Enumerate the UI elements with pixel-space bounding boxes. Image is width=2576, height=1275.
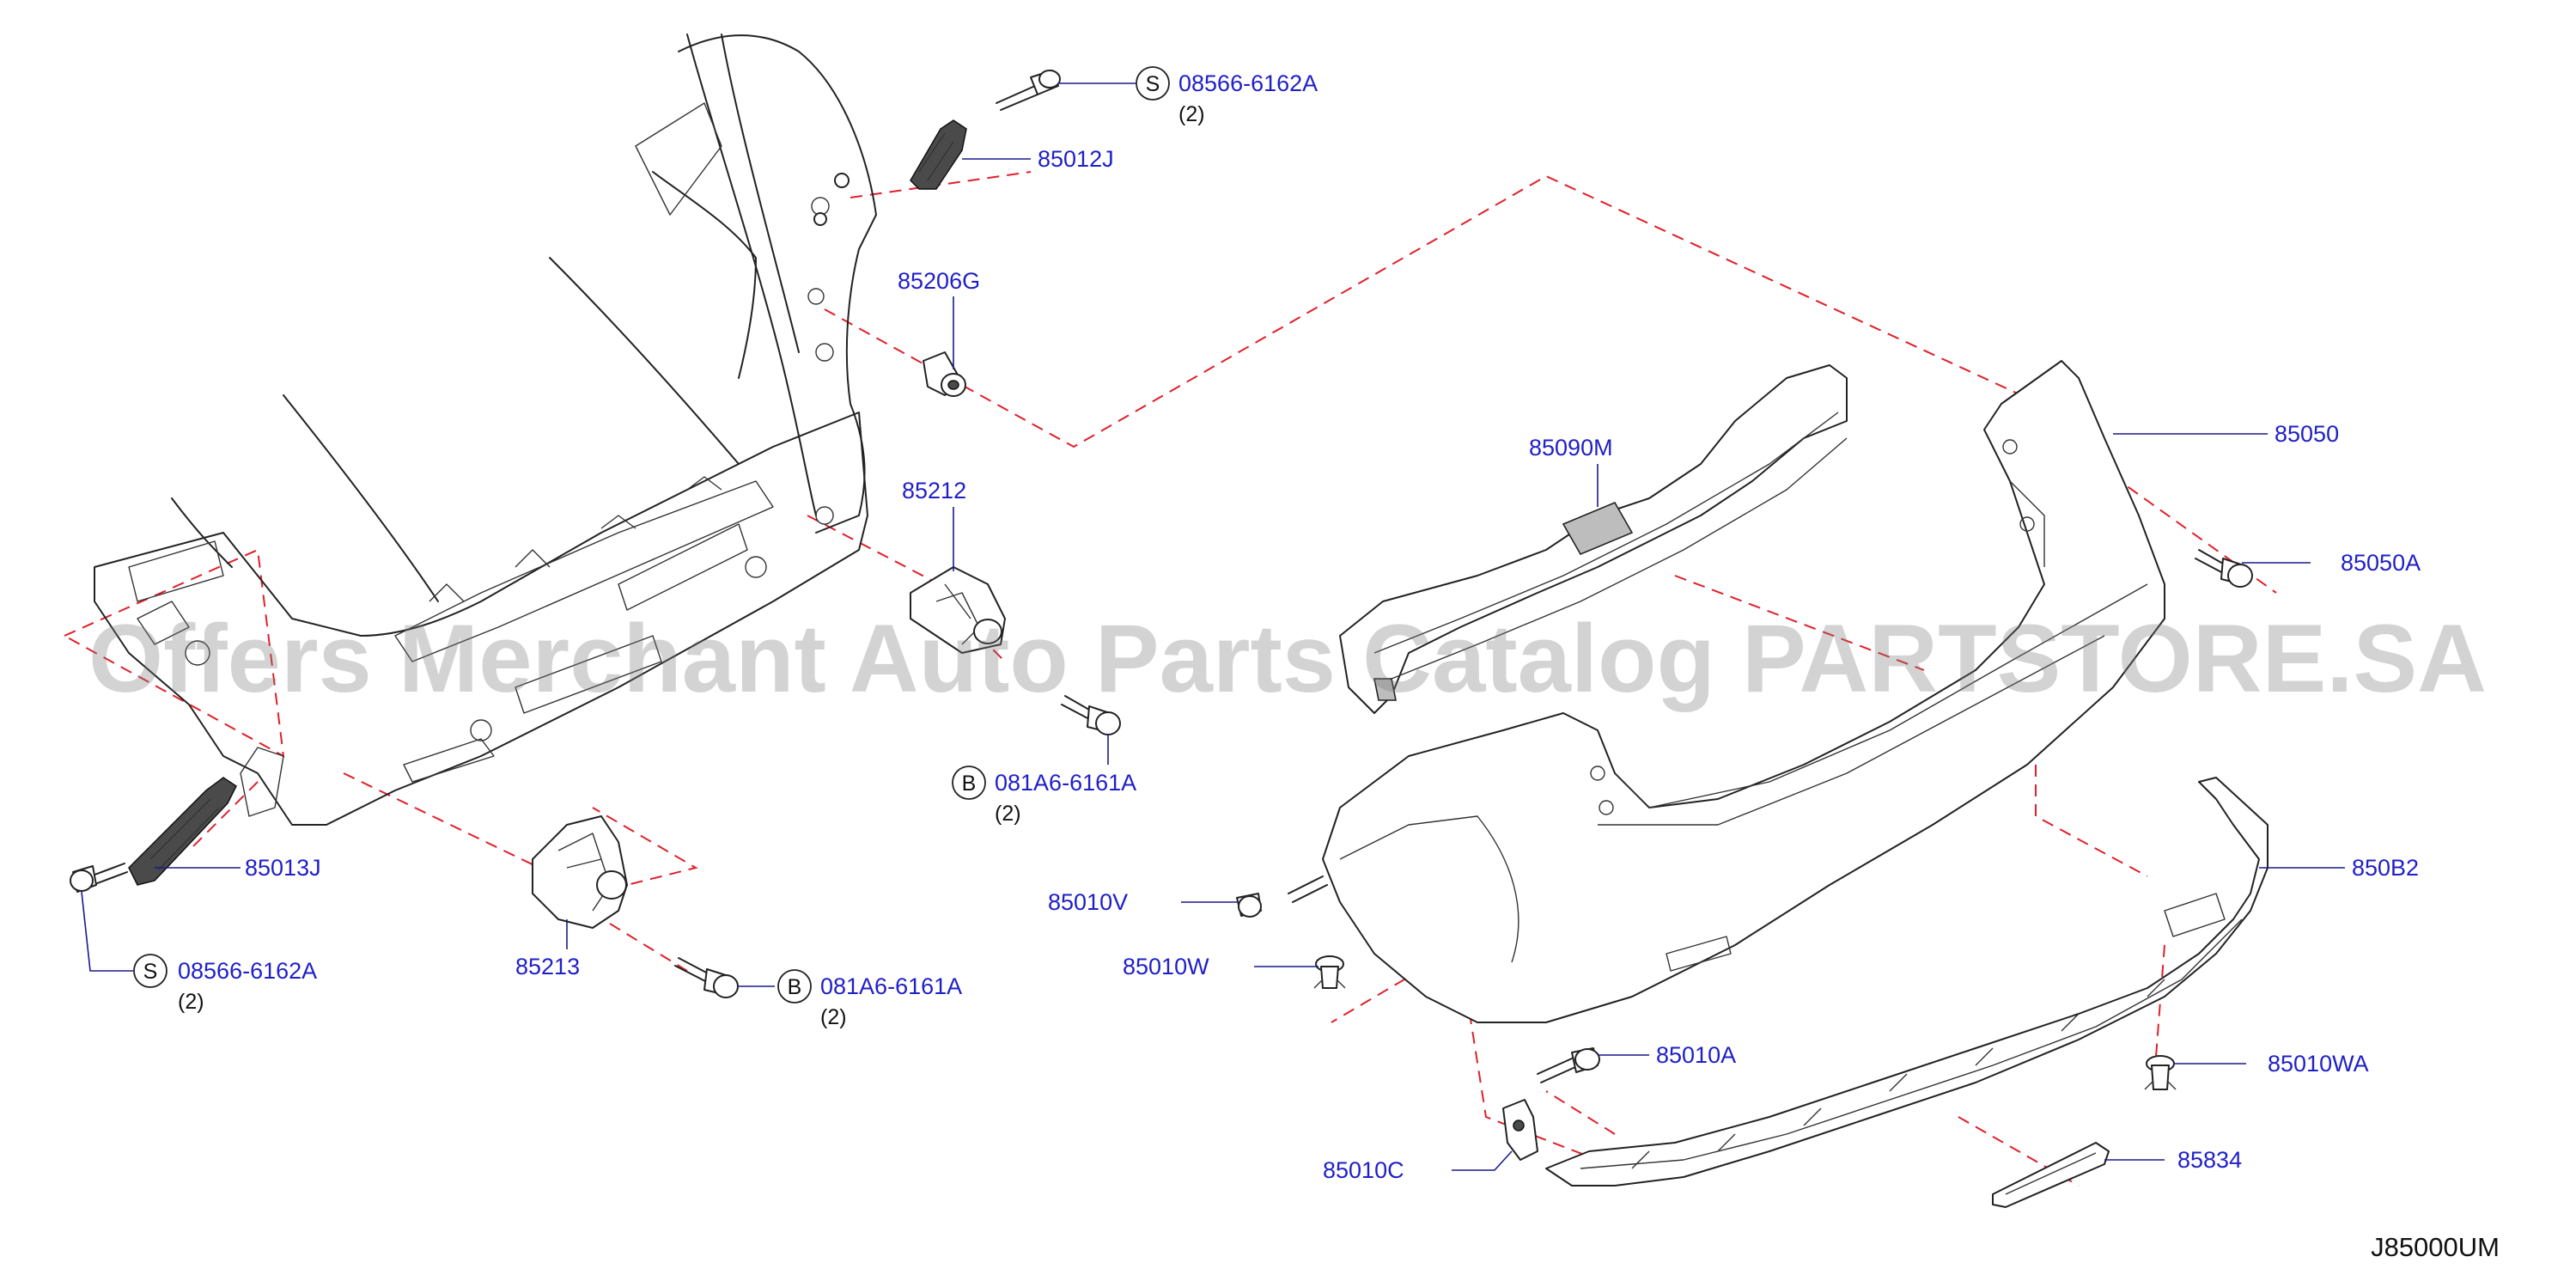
callout-part-number[interactable]: 08566-6162A bbox=[1178, 70, 1318, 96]
std-bolt-prefix-circle bbox=[1136, 66, 1170, 101]
callout-part-number[interactable]: 85013J bbox=[245, 855, 321, 881]
bolt-85010V bbox=[1236, 875, 1328, 918]
callout-part-number[interactable]: 081A6-6161A bbox=[820, 973, 962, 999]
clip-85010W bbox=[1313, 955, 1346, 989]
leader-lines bbox=[81, 82, 2345, 1171]
bracket-85012J bbox=[910, 119, 967, 190]
clip-85010WA bbox=[2144, 1055, 2177, 1090]
callout-part-number[interactable]: 85213 bbox=[515, 954, 580, 979]
callout-part-number[interactable]: 081A6-6161A bbox=[995, 770, 1136, 796]
callout-part-number[interactable]: 08566-6162A bbox=[178, 958, 317, 984]
callout-quantity: (2) bbox=[995, 802, 1021, 826]
bracket-85212 bbox=[910, 566, 1006, 654]
std-bolt-prefix-circle bbox=[777, 969, 812, 1004]
bolt-85050A bbox=[2195, 549, 2253, 588]
callout-part-number[interactable]: 85010A bbox=[1656, 1042, 1736, 1068]
bolt-08566-top bbox=[996, 70, 1061, 111]
std-bolt-prefix-circle bbox=[133, 954, 167, 988]
bolt-08566-bottom bbox=[70, 863, 128, 893]
callout-part-number[interactable]: 85206G bbox=[898, 268, 980, 294]
bracket-85013J bbox=[128, 777, 237, 886]
diagram-reference-code: J85000UM bbox=[2371, 1232, 2500, 1262]
watermark-text: Offers Merchant Auto Parts Catalog PARTS… bbox=[88, 605, 2487, 712]
callout-prefix: B bbox=[788, 975, 802, 999]
callout-quantity: (2) bbox=[178, 990, 204, 1014]
callout-part-number[interactable]: 85012J bbox=[1038, 146, 1114, 172]
bumper-fascia-85050 bbox=[1322, 360, 2165, 1023]
bracket-85213 bbox=[532, 815, 628, 929]
std-bolt-prefix-circle bbox=[952, 766, 986, 800]
bushing-85206G bbox=[923, 351, 966, 397]
callout-quantity: (2) bbox=[820, 1005, 847, 1029]
callout-labels: S 08566-6162A (2) 85012J 85206G 85212 B … bbox=[133, 66, 2421, 1183]
callout-prefix: B bbox=[962, 772, 977, 796]
callout-part-number[interactable]: 85834 bbox=[2177, 1147, 2242, 1173]
bolt-85010A bbox=[1537, 1047, 1600, 1083]
callout-part-number[interactable]: 85010C bbox=[1323, 1157, 1404, 1183]
callout-part-number[interactable]: 85050A bbox=[2341, 550, 2421, 576]
callout-part-number[interactable]: 85010V bbox=[1048, 889, 1128, 915]
callout-prefix: S bbox=[1146, 72, 1160, 96]
callout-part-number[interactable]: 85050 bbox=[2275, 421, 2339, 447]
callout-part-number[interactable]: 85010WA bbox=[2268, 1051, 2369, 1077]
callout-quantity: (2) bbox=[1178, 102, 1205, 126]
callout-prefix: S bbox=[143, 960, 158, 984]
bracket-85010C bbox=[1502, 1099, 1538, 1161]
bolt-081A6-bottom bbox=[674, 957, 739, 998]
rear-body-panel bbox=[94, 34, 877, 826]
energy-absorber-85090M bbox=[1339, 364, 1848, 714]
callout-part-number[interactable]: 85090M bbox=[1529, 435, 1613, 461]
callout-part-number[interactable]: 85010W bbox=[1123, 954, 1209, 979]
callout-part-number[interactable]: 85212 bbox=[902, 478, 966, 503]
reflector-85834 bbox=[1992, 1142, 2110, 1208]
lower-valance-850B2 bbox=[1545, 777, 2268, 1187]
callout-part-number[interactable]: 850B2 bbox=[2352, 855, 2419, 881]
